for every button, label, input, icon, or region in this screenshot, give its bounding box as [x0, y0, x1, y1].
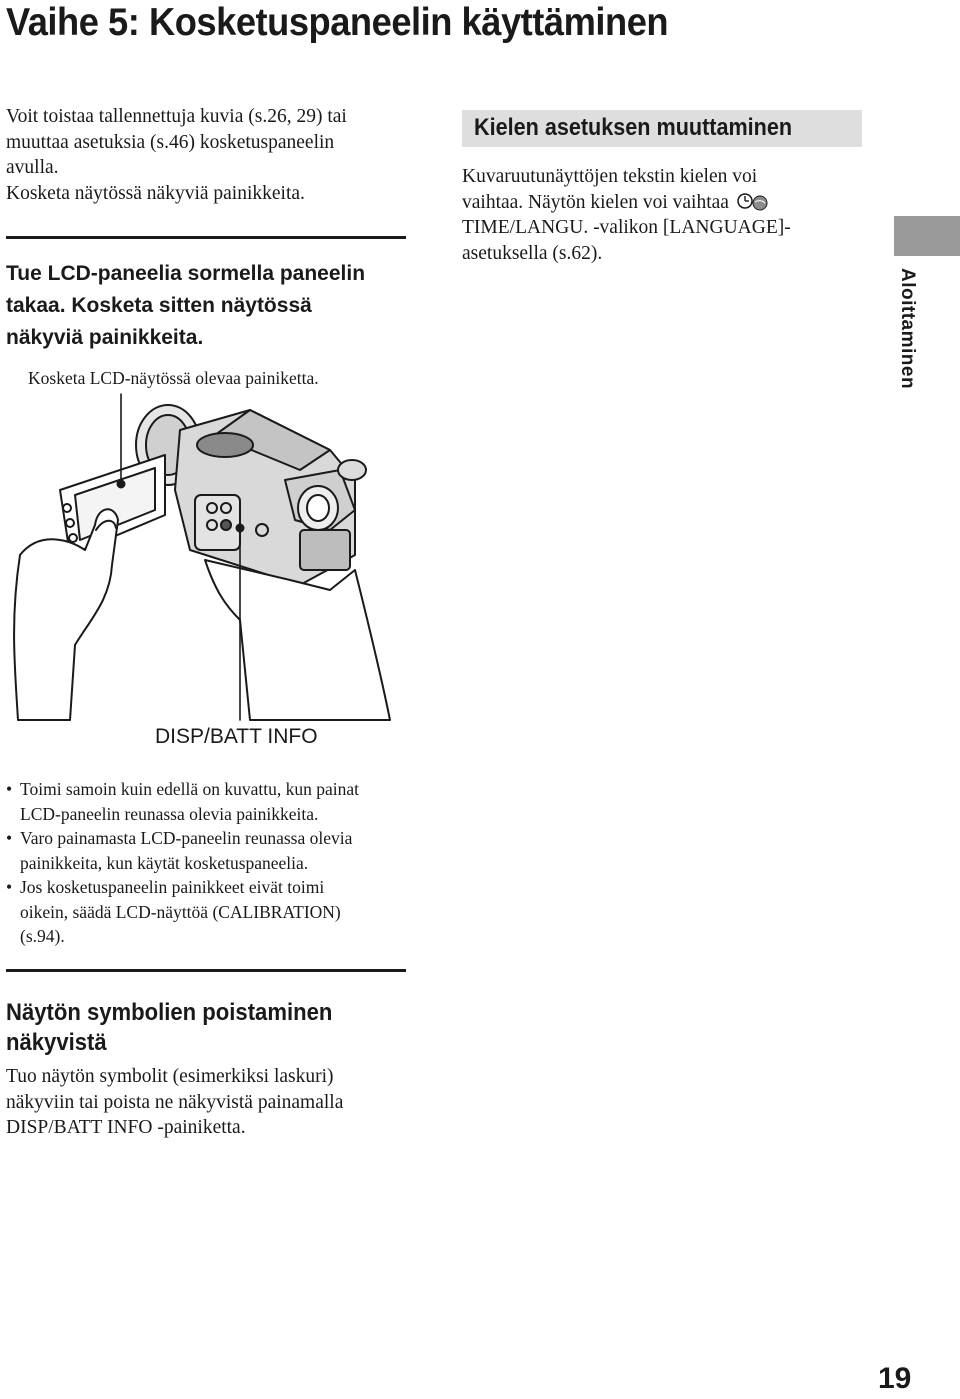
step-line: takaa. Kosketa sitten näytössä	[6, 294, 312, 317]
page-title: Vaihe 5: Kosketuspaneelin käyttäminen	[6, 1, 669, 44]
note-line: LCD-paneelin reunassa olevia painikkeita…	[20, 803, 319, 824]
heading-text: Kielen asetuksen muuttaminen	[474, 114, 793, 141]
body-text: vaihtaa. Näytön kielen voi vaihtaa	[462, 191, 729, 213]
note-line: Jos kosketuspaneelin painikkeet eivät to…	[20, 877, 325, 897]
body-line: näkyviin tai poista ne näkyvistä painama…	[6, 1091, 344, 1113]
intro-line: Kosketa näytössä näkyviä painikkeita.	[6, 182, 305, 204]
camcorder-illustration	[13, 393, 391, 721]
body-line: Tuo näytön symbolit (esimerkiksi laskuri…	[6, 1066, 334, 1087]
list-item: • Toimi samoin kuin edellä on kuvattu, k…	[6, 777, 416, 826]
language-section-body: Kuvaruutunäyttöjen tekstin kielen voi va…	[462, 164, 882, 266]
notes-list: • Toimi samoin kuin edellä on kuvattu, k…	[6, 777, 416, 949]
intro-text: Voit toistaa tallennettuja kuvia (s.26, …	[6, 104, 406, 206]
page-number: 19	[878, 1362, 912, 1395]
intro-line: Voit toistaa tallennettuja kuvia (s.26, …	[6, 106, 347, 127]
body-line: DISP/BATT INFO -painiketta.	[6, 1117, 246, 1138]
mode-dial	[337, 459, 367, 481]
note-line: (s.94).	[20, 926, 65, 946]
note-line: painikkeita, kun käytät kosketuspaneelia…	[20, 852, 309, 873]
step-line: näkyviä painikkeita.	[6, 326, 204, 349]
step-instruction: Tue LCD-paneelia sormella paneelin takaa…	[6, 258, 406, 354]
touch-callout: Kosketa LCD-näytössä olevaa painiketta.	[28, 368, 319, 388]
step-line: Tue LCD-paneelia sormella paneelin	[6, 262, 366, 285]
bullet-icon: •	[6, 877, 13, 897]
bullet-icon: •	[6, 779, 13, 799]
intro-line: muuttaa asetuksia (s.46) kosketuspaneeli…	[6, 131, 335, 153]
body-line: TIME/LANGU. -valikon [LANGUAGE]-	[462, 217, 791, 238]
section-body: Tuo näytön symbolit (esimerkiksi laskuri…	[6, 1064, 426, 1141]
language-section-heading: Kielen asetuksen muuttaminen	[462, 110, 862, 147]
disp-batt-button	[220, 519, 232, 531]
clock-globe-menu-icon	[737, 192, 768, 210]
side-tab-text: Aloittaminen	[897, 268, 918, 390]
section-divider	[6, 236, 406, 239]
body-line: asetuksella (s.62).	[462, 242, 603, 264]
section-tab-marker	[894, 216, 960, 256]
left-hand	[13, 508, 119, 721]
right-hand	[204, 559, 391, 721]
intro-line: avulla.	[6, 157, 59, 178]
body-line: Kuvaruutunäyttöjen tekstin kielen voi	[462, 166, 758, 187]
note-line: Varo painamasta LCD-paneelin reunassa ol…	[20, 828, 353, 848]
section-heading: Näytön symbolien poistaminen näkyvistä	[6, 998, 392, 1058]
side-tab-label: Aloittaminen	[896, 268, 928, 398]
list-item: • Varo painamasta LCD-paneelin reunassa …	[6, 826, 416, 875]
note-line: Toimi samoin kuin edellä on kuvattu, kun…	[20, 779, 359, 799]
disp-batt-info-label: DISP/BATT INFO	[155, 725, 318, 748]
section-divider	[6, 969, 406, 972]
note-line: oikein, säädä LCD-näyttöä (CALIBRATION)	[20, 901, 341, 922]
heading-line: näkyvistä	[6, 1029, 107, 1056]
heading-line: Näytön symbolien poistaminen	[6, 999, 333, 1026]
speaker-grille	[196, 432, 254, 458]
body-line: vaihtaa. Näytön kielen voi vaihtaa	[462, 190, 882, 216]
list-item: • Jos kosketuspaneelin painikkeet eivät …	[6, 875, 416, 949]
bullet-icon: •	[6, 828, 13, 848]
